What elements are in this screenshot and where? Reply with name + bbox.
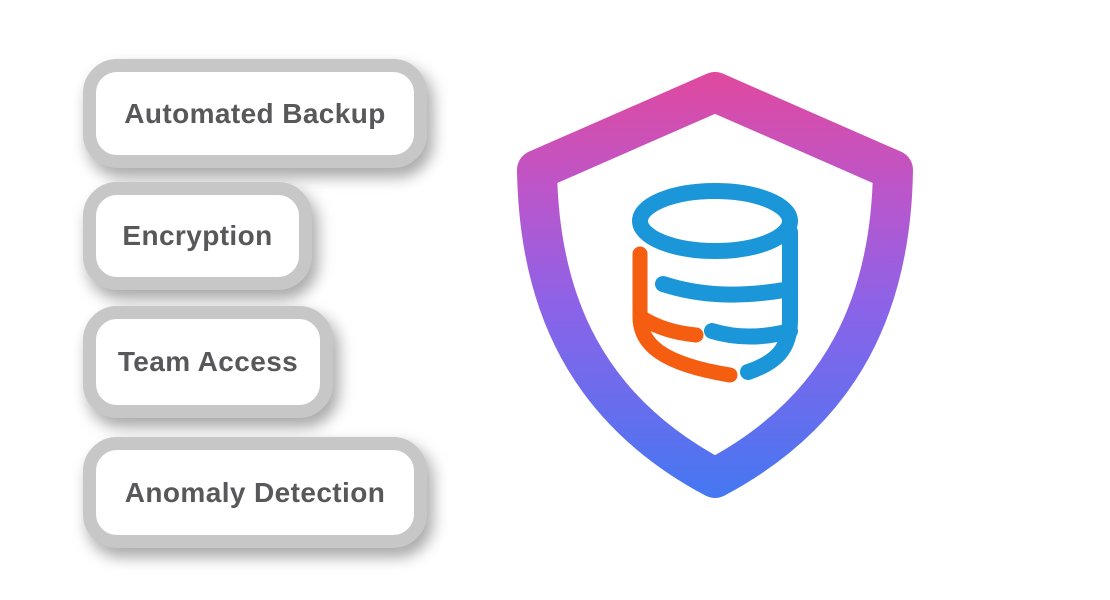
feature-pill-automated-backup[interactable]: Automated Backup: [83, 59, 427, 168]
database-orange-strokes: [632, 246, 738, 383]
database-blue-strokes: [632, 183, 798, 380]
database-icon: [632, 183, 798, 383]
feature-pill-label: Anomaly Detection: [124, 476, 386, 508]
feature-pill-label: Automated Backup: [124, 97, 386, 129]
feature-pill-encryption[interactable]: Encryption: [83, 182, 312, 290]
feature-pill-label: Encryption: [122, 220, 273, 251]
feature-pill-team-access[interactable]: Team Access: [83, 306, 333, 418]
shield-icon: [517, 72, 913, 498]
feature-pill-label: Team Access: [117, 346, 299, 377]
feature-pill-anomaly-detection[interactable]: Anomaly Detection: [83, 437, 427, 548]
shield-outline-path: [517, 72, 913, 498]
